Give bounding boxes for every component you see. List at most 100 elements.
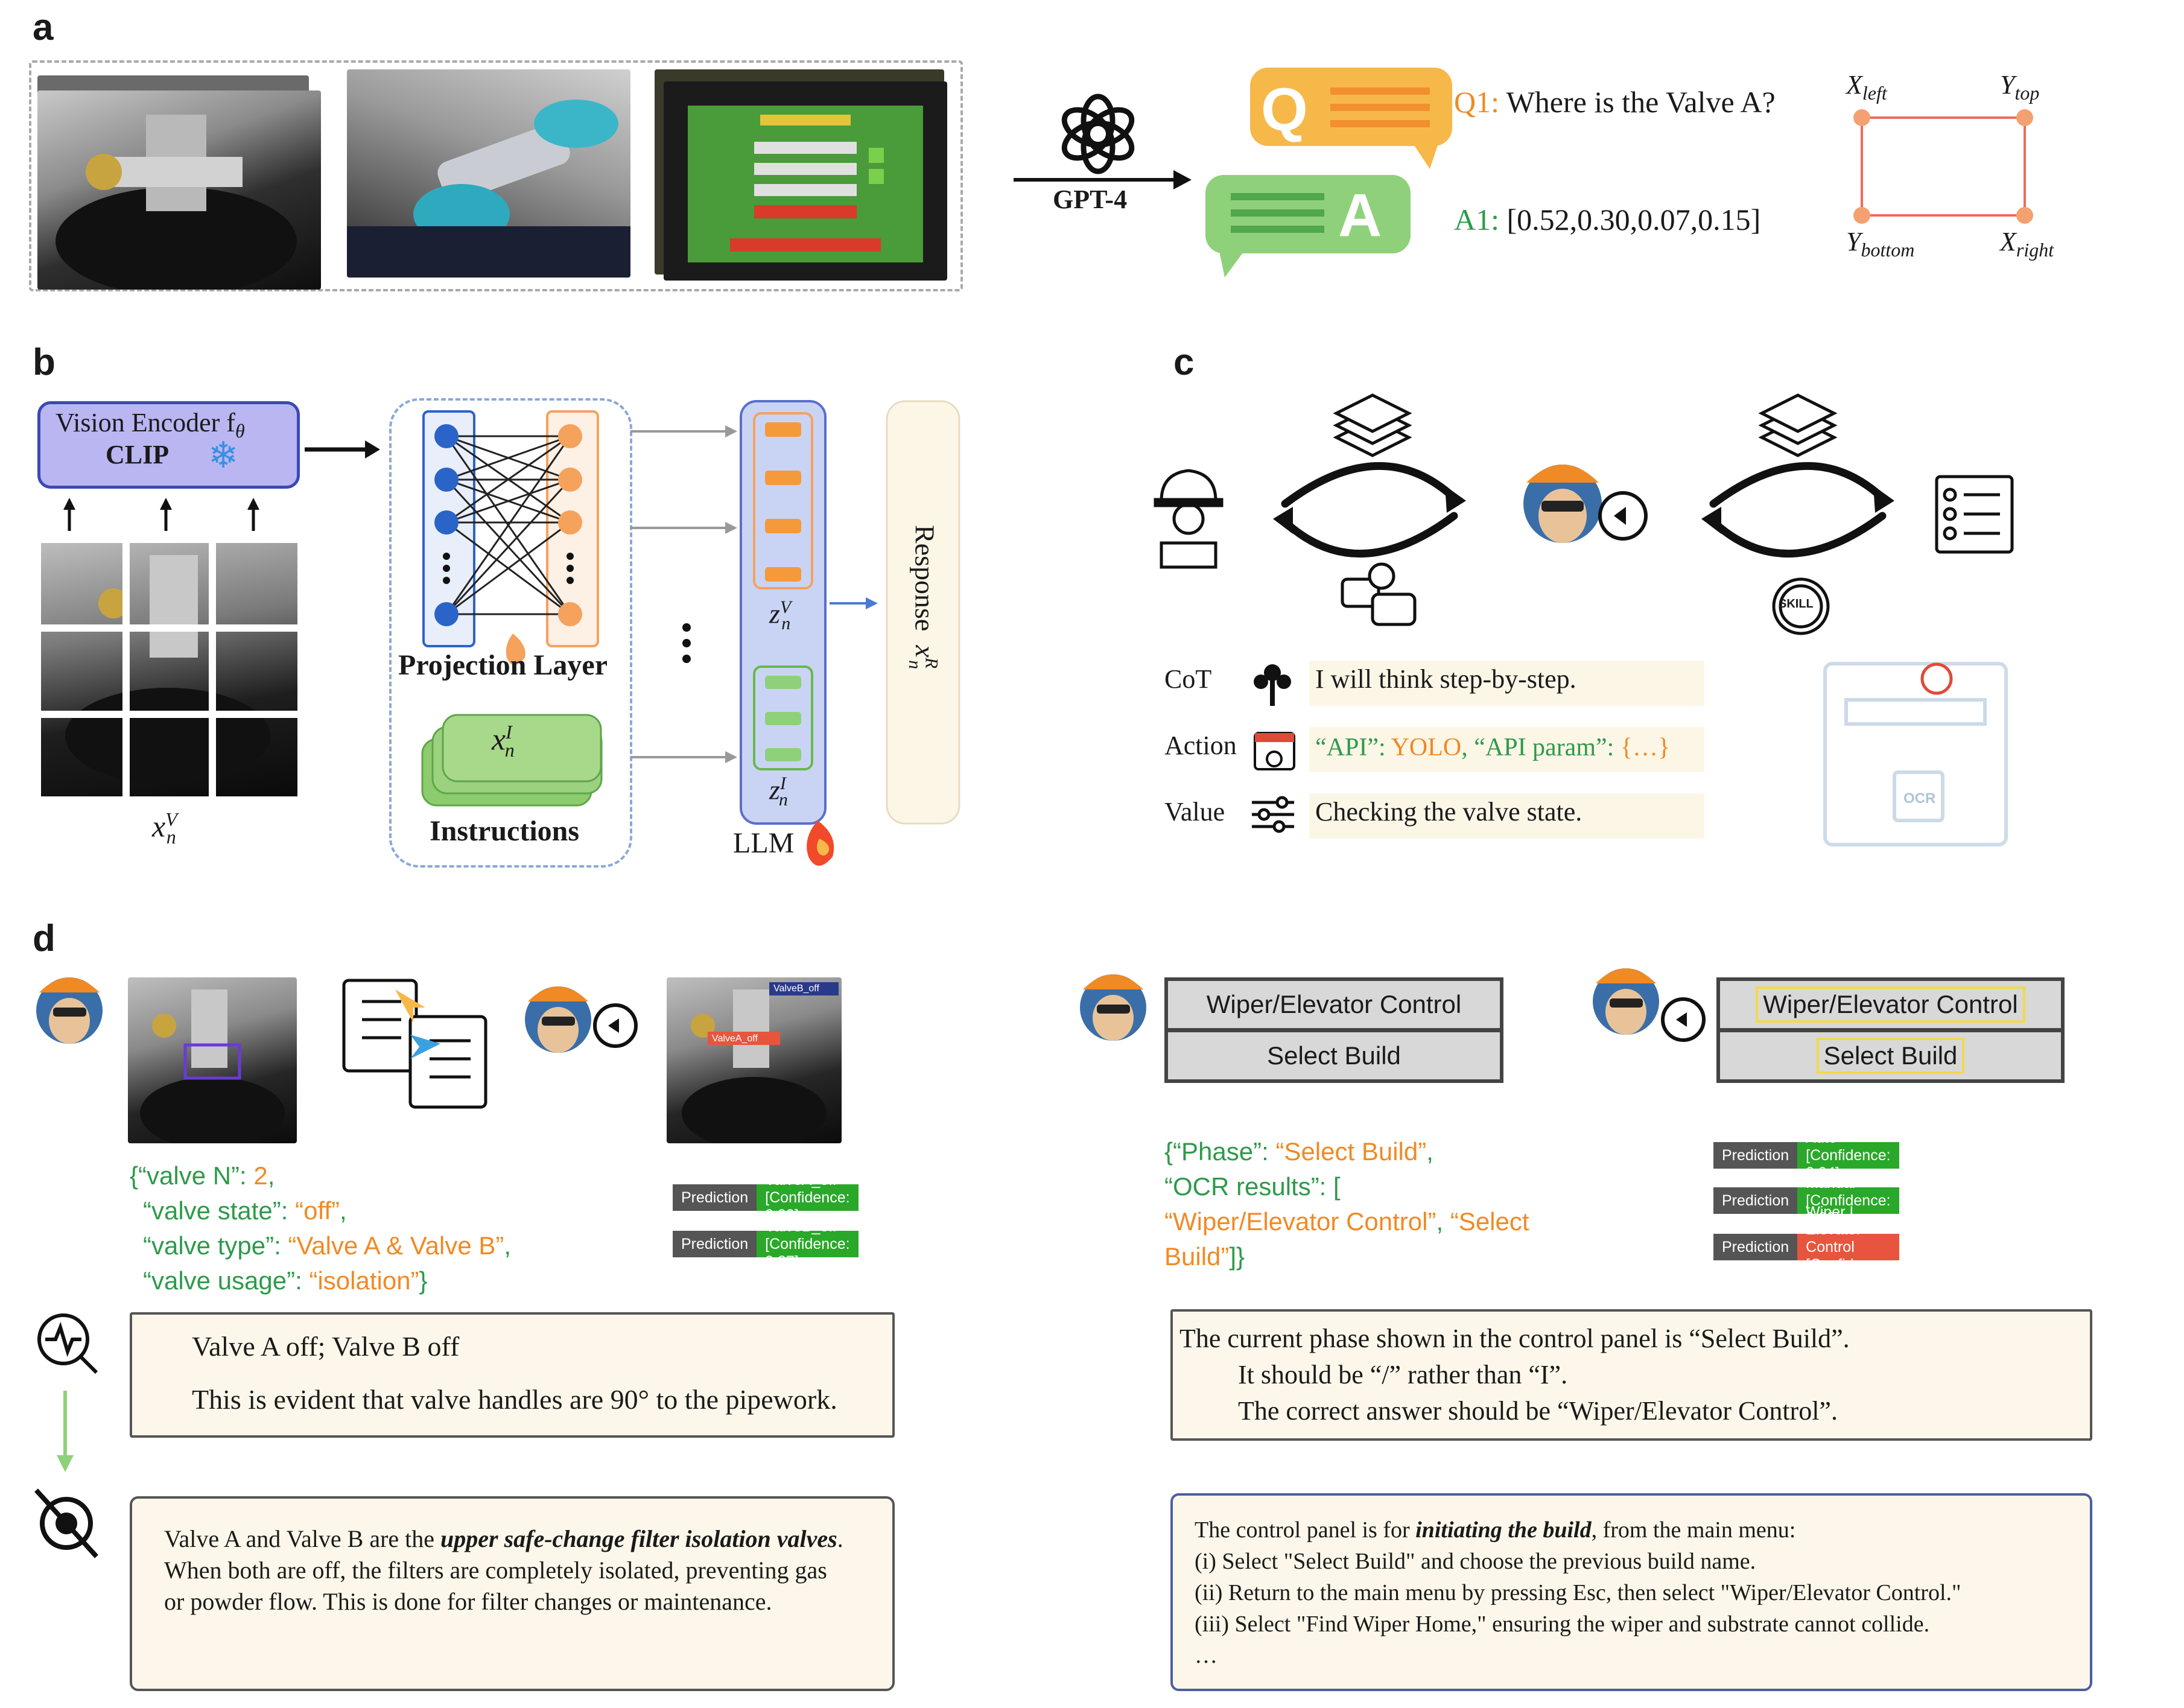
action-value: “API”: YOLO, “API param”: {…} [1315,733,1670,762]
prediction-value: ValveB_off [Confidence: 0.87] [757,1218,859,1270]
instruction-var: xIn [492,721,515,761]
explanation-line-2: (i) Select "Select Build" and choose the… [1195,1549,1756,1574]
json-line-2: “valve state”: “off”, [130,1193,511,1228]
valve-json: {“valve N”: 2, “valve state”: “off”, “va… [130,1158,511,1298]
y-bottom-label: Ybottom [1846,226,1914,261]
detect-label-a: ValveA_off [712,1033,758,1044]
image-frame [29,60,963,291]
calendar-gear-icon [1254,732,1295,770]
json-end-2: , [340,1196,347,1225]
gpt-4-label: GPT-4 [1053,185,1128,214]
proj-left-column [422,410,475,647]
panel-label-d: d [33,918,56,959]
layers-icon-2 [1758,393,1838,457]
zv-var-sup: V [779,597,792,617]
cot-row-bg [1309,661,1704,706]
right-cycle-arrows [1709,462,1887,558]
zi-var-sub: n [778,789,788,810]
a-letter: A [1338,182,1382,249]
valve-state-line: Valve A off; Valve B off [192,1331,460,1362]
valve-state-box [130,1312,895,1438]
bbox-diagram [1861,116,2026,217]
ocr-correct-line: The correct answer should be “Wiper/Elev… [1238,1396,1838,1426]
ocr-json-key-1: {“Phase”: [1164,1137,1276,1166]
value-key: Value [1164,797,1225,827]
instructions-label: Instructions [430,815,580,847]
zi-var: zIn [769,773,788,810]
action-api-value: YOLO [1391,734,1462,761]
response-text: Response [909,525,941,632]
json-key-3: “valve type”: [143,1231,288,1260]
q-letter: Q [1261,76,1308,144]
json-line-1: {“valve N”: 2, [130,1158,511,1193]
ocr-json-line-3: “Wiper/Elevator Control”, “Select [1164,1204,1529,1239]
magnifier-pulse-icon [37,1313,98,1374]
json-key-1: {“valve N”: [130,1161,254,1190]
instruction-var-sup: I [506,721,512,743]
explanation-part-1: Valve A and Valve B are the [164,1525,441,1552]
ocr-phase-line: The current phase shown in the control p… [1179,1324,1850,1353]
tree-icon [1254,664,1291,706]
json-val-3: “Valve A & Valve B” [288,1231,504,1260]
json-end-4: } [419,1266,428,1295]
llama-avatar-d2 [525,986,591,1053]
a1-text: [0.52,0.30,0.07,0.15] [1499,203,1761,237]
json-val-1: 2 [253,1161,268,1190]
ocr-json-val-4: Build” [1164,1242,1230,1271]
json-val-2: “off” [295,1196,340,1225]
zv-var-sub: n [781,613,791,633]
encoder-line1: Vision Encoder f [56,408,235,437]
gauge-icon [1920,662,1953,695]
zv-var: zVn [769,597,792,634]
ocr-json-val-3a: “Wiper/Elevator Control” [1164,1207,1436,1236]
projection-layer-label: Projection Layer [398,649,608,681]
q1-line: Q1: Where is the Valve A? [1454,84,1776,119]
zv-var-z: z [769,598,780,629]
panel2-wiper-text: Wiper/Elevator Control [1756,986,2025,1023]
ocr-json: {“Phase”: “Select Build”, “OCR results”:… [1164,1134,1529,1274]
plug-icon-c [1598,491,1648,541]
explanation-line-3: (ii) Return to the main menu by pressing… [1195,1580,1961,1605]
left-cycle-arrows [1281,462,1458,558]
y-top-label: Ytop [2000,69,2039,104]
x-right-var: X [2000,227,2016,256]
ocr-wrong-line: It should be “/” rather than “I”. [1238,1360,1568,1389]
prediction-value: ValveA_off [Confidence: 0.92] [757,1172,859,1224]
cot-key: CoT [1164,664,1212,694]
photo-control-screen-art [688,106,923,262]
chat-question-icon [1341,562,1417,626]
panel2-select-build-text: Select Build [1816,1038,1965,1074]
explanation-line-1: The control panel is for initiating the … [1195,1514,1961,1546]
x-left-var: X [1846,70,1862,100]
a1-prefix: A1: [1454,203,1499,237]
layers-icon [1333,393,1412,457]
x-right-sub: right [2016,238,2054,261]
y-bottom-sub: bottom [1861,238,1915,261]
llama-avatar-d1 [36,977,103,1044]
prediction-key: Prediction [1713,1187,1798,1214]
explanation-line-1b: initiating the build [1415,1517,1592,1543]
photo-valve-1 [37,90,321,290]
ocr-label: OCR [1903,790,1936,807]
explanation-line-1a: The control panel is for [1195,1517,1416,1543]
ocr-json-end-4: ]} [1229,1242,1245,1271]
prediction-wiper: PredictionWiper I Elevator Control [Conf… [1713,1204,1899,1291]
json-val-4: “isolation” [309,1266,419,1295]
sliders-icon [1252,796,1294,833]
ocr-json-line-4: Build”]} [1164,1239,1529,1274]
patch-grid [41,543,297,796]
prediction-key: Prediction [673,1231,757,1257]
instruction-var-sub: n [504,738,515,761]
worker-icon [1154,469,1224,569]
value-value: Checking the valve state. [1315,797,1582,827]
panel-label-c: c [1173,341,1195,383]
ocr-json-sep: , [1436,1207,1450,1236]
explanation-part-2: . When both are off, the filters are com… [164,1525,843,1615]
llm-label: LLM [733,827,795,859]
ocr-correction-box [1170,1309,2092,1441]
machine-faded-icon [1823,662,2008,846]
checklist-icon [1935,475,2014,554]
plug-icon-d1 [593,1003,638,1048]
action-row-bg [1309,727,1704,772]
